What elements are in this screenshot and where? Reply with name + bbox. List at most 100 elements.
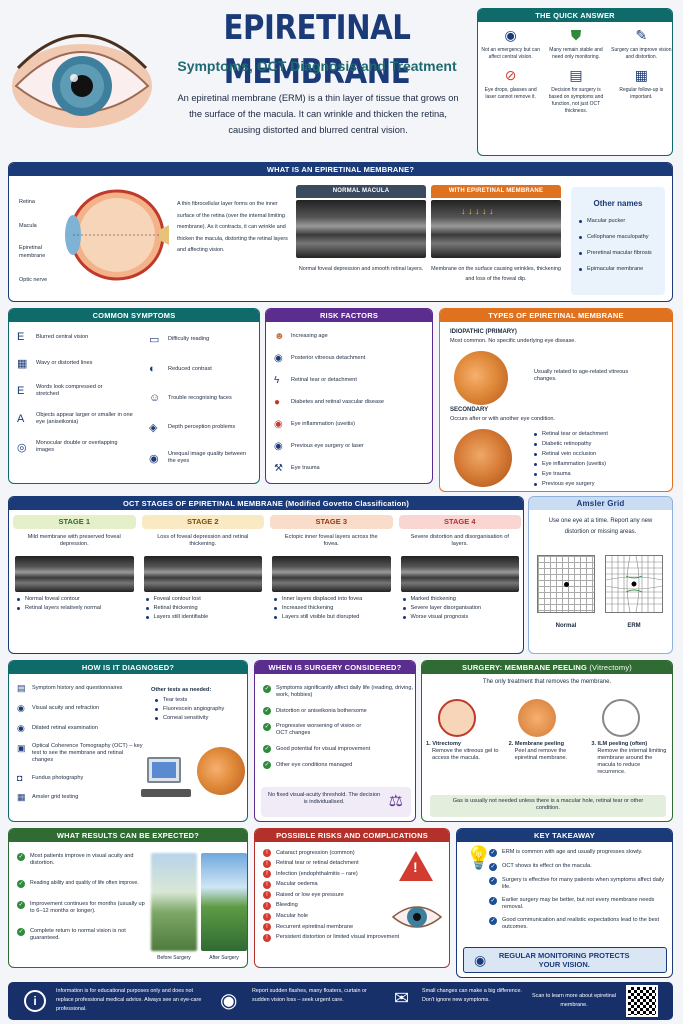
warning-icon: ! — [263, 849, 271, 857]
check-icon: ✓ — [17, 928, 25, 936]
stage-desc: Mild membrane with preserved foveal depr… — [27, 534, 121, 547]
fundus-image-secondary — [454, 429, 512, 487]
warning-icon: ! — [263, 891, 271, 900]
erm-macula-oct-image: ↓ ↓ ↓ ↓ ↓ — [431, 200, 561, 258]
stage-desc: Severe distortion and disorganisation of… — [410, 534, 509, 547]
letter-size-icon: A — [17, 413, 25, 425]
eye-cross-section-diagram — [59, 185, 169, 285]
oct-stages-header: OCT STAGES OF EPIRETINAL MEMBRANE (Modif… — [9, 497, 523, 510]
key-item: Good communication and realistic expecta… — [502, 917, 660, 930]
warning-icon: ! — [263, 901, 271, 910]
eye-chart-icon: E — [17, 331, 25, 343]
footer-scan: Scan to learn more about epiretinal memb… — [532, 993, 616, 1008]
result-item: Most patients improve in visual acuity a… — [30, 853, 134, 866]
cube-icon: ◈ — [149, 422, 158, 434]
quick-answer-panel: THE QUICK ANSWER ◉Not an emergency but c… — [477, 8, 673, 156]
diag-item: Amsler grid testing — [32, 794, 79, 800]
diag-item: Visual acuity and refraction — [32, 705, 100, 711]
stage-point: Layers still identifiable — [153, 614, 209, 620]
surgery-subtitle: The only treatment that removes the memb… — [482, 679, 612, 685]
symptom-item: Reduced contrast — [168, 365, 212, 372]
normal-macula-header: NORMAL MACULA — [296, 185, 426, 198]
monitoring-banner: ◉ REGULAR MONITORING PROTECTS YOUR VISIO… — [463, 947, 667, 973]
before-surgery-image — [151, 853, 197, 951]
result-item: Reading ability and quality of life ofte… — [30, 880, 139, 886]
inflamed-eye-icon: ◉ — [274, 419, 283, 430]
gas-note: Gas is usually not needed unless there i… — [430, 795, 666, 817]
check-icon: ✓ — [263, 685, 271, 693]
symptom-item: Trouble recognising faces — [168, 394, 232, 401]
amsler-erm-label: ERM — [627, 623, 641, 629]
idiopathic-note: Usually related to age-related vitreous … — [534, 369, 629, 382]
grid-icon: ▦ — [17, 358, 28, 370]
symptom-item: Unequal image quality between the eyes — [168, 451, 247, 464]
scalpel-icon: ✎ — [635, 27, 648, 43]
qr-code[interactable] — [626, 985, 658, 1017]
what-is-header: WHAT IS AN EPIRETINAL MEMBRANE? — [9, 163, 672, 176]
warning-icon: ! — [263, 859, 271, 868]
check-icon: ✓ — [263, 745, 271, 753]
risk-item: Increasing age — [291, 333, 328, 339]
surgery-header-main: SURGERY: MEMBRANE PEELING — [462, 663, 588, 672]
vitrectomy-illustration — [438, 699, 476, 737]
diag-item: Fundus photography — [32, 774, 84, 781]
risks-header: POSSIBLE RISKS AND COMPLICATIONS — [255, 829, 449, 842]
other-tests-heading: Other tests as needed: — [151, 687, 212, 693]
warning-icon: ! — [263, 880, 271, 889]
diag-item: Optical Coherence Tomography (OCT) – key… — [32, 743, 143, 763]
other-names-heading: Other names — [593, 199, 643, 208]
when-item: Other eye conditions managed — [276, 761, 353, 768]
person-icon: ☻ — [274, 331, 285, 342]
eye-icon: ◉ — [274, 441, 283, 452]
step-desc: Peel and remove the epiretinal membrane. — [514, 748, 568, 761]
other-test: Corneal sensitivity — [163, 715, 209, 721]
stage-desc: Loss of foveal depression and retinal th… — [157, 534, 249, 547]
key-item: Earlier surgery may be better, but not e… — [502, 897, 655, 910]
secondary-cause: Retinal tear or detachment — [542, 431, 608, 437]
quick-item: Not an emergency but can affect central … — [481, 47, 540, 60]
double-eye-icon: ◎ — [17, 441, 27, 454]
other-name: Cellophane maculopathy — [587, 234, 649, 240]
erm-macula-caption: Membrane on the surface causing wrinkles… — [431, 266, 561, 282]
check-icon: ✓ — [263, 707, 271, 715]
footer-bar: i Information is for educational purpose… — [8, 982, 673, 1020]
quick-answer-header: THE QUICK ANSWER — [478, 9, 672, 22]
stage-oct-image — [272, 556, 391, 592]
when-item: Progressive worsening of vision or OCT c… — [276, 723, 362, 736]
risks-panel: POSSIBLE RISKS AND COMPLICATIONS !Catara… — [254, 828, 450, 968]
eye-icon: ◉ — [17, 703, 25, 713]
secondary-cause: Eye inflammation (uveitis) — [542, 461, 607, 467]
key-item: OCT shows its effect on the macula. — [502, 863, 592, 869]
symptom-item: Monocular double or overlapping images — [36, 440, 118, 453]
no-drops-icon: ⊘ — [504, 67, 517, 83]
secondary-cause: Eye trauma — [542, 471, 571, 477]
risk-complication: Bleeding — [276, 902, 298, 909]
stage-point: Foveal contour lost — [153, 596, 201, 602]
fundus-image-idiopathic — [454, 351, 508, 405]
label-retina: Retina — [19, 199, 35, 205]
symptoms-header: COMMON SYMPTOMS — [9, 309, 259, 322]
secondary-heading: SECONDARY — [450, 407, 489, 413]
stage-desc: Ectopic inner foveal layers across the f… — [284, 534, 378, 547]
contrast-icon: ◐ — [149, 363, 156, 375]
surgery-header-sub: (Vitrectomy) — [589, 663, 632, 672]
amsler-normal-label: Normal — [555, 623, 577, 629]
risk-complication: Retinal tear or retinal detachment — [276, 860, 359, 867]
erm-macula-box: WITH EPIRETINAL MEMBRANE ↓ ↓ ↓ ↓ ↓ Membr… — [431, 185, 561, 297]
normal-macula-caption: Normal foveal depression and smooth reti… — [298, 266, 424, 272]
results-panel: WHAT RESULTS CAN BE EXPECTED? ✓Most pati… — [8, 828, 248, 968]
eye-icon: ◉ — [474, 951, 487, 968]
stage-point: Inner layers displaced into fovea — [282, 596, 363, 602]
symptom-item: Objects appear larger or smaller in one … — [36, 412, 133, 425]
stage-oct-image — [15, 556, 134, 592]
stage-point: Increased thickening — [282, 605, 334, 611]
diagnosis-header: HOW IS IT DIAGNOSED? — [9, 661, 247, 674]
step-title: 1. Vitrectomy — [426, 741, 462, 747]
shield-check-icon: ⛊ — [570, 27, 582, 43]
quick-item: Decision for surgery is based on symptom… — [548, 87, 604, 114]
stage-card: STAGE 3 Ectopic inner foveal layers acro… — [270, 515, 393, 621]
amsler-grid-panel: Amsler Grid Use one eye at a time. Repor… — [528, 496, 673, 654]
stage-card: STAGE 1 Mild membrane with preserved fov… — [13, 515, 136, 621]
lightbulb-icon: 💡 — [465, 845, 493, 870]
